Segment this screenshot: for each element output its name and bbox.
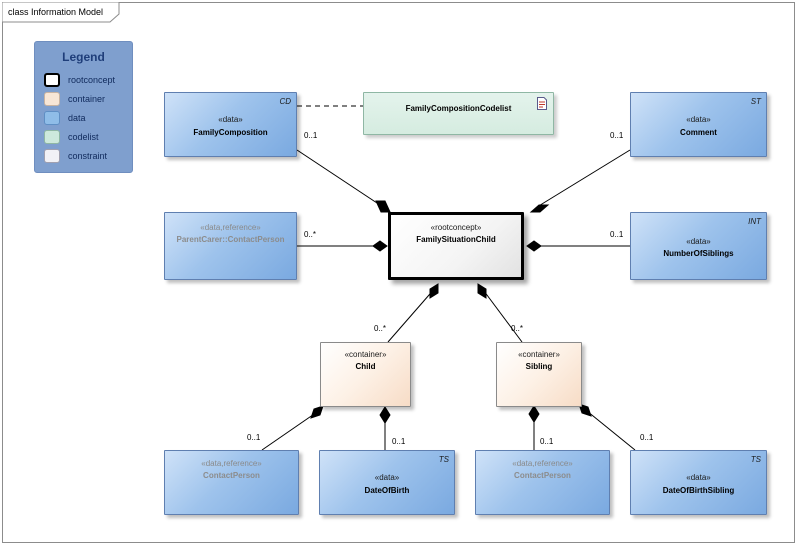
legend-swatch: [44, 111, 60, 125]
class-name: FamilyComposition: [193, 128, 268, 137]
class-stereotype: «container»: [518, 350, 560, 359]
class-stereotype: «data»: [218, 115, 243, 124]
legend-title: Legend: [62, 50, 105, 64]
class-name: ParentCarer::ContactPerson: [176, 235, 285, 244]
assoc-comment: [536, 149, 631, 208]
diamond-number-of-siblings: [526, 240, 542, 252]
multiplicity-label: 0..1: [392, 437, 406, 446]
diamond-contact-person-child: [310, 405, 324, 419]
multiplicity-label: 0..1: [610, 230, 624, 239]
class-name: DateOfBirthSibling: [662, 486, 735, 495]
class-stereotype: «data,reference»: [201, 459, 262, 468]
legend-swatch: [44, 73, 60, 87]
legend-swatch: [44, 149, 60, 163]
multiplicity-label: 0..1: [304, 131, 318, 140]
frame-title: class Information Model: [8, 7, 104, 17]
class-parent-carer-contact-person[interactable]: «data,reference» ParentCarer::ContactPer…: [164, 212, 297, 280]
class-stereotype: «container»: [344, 350, 387, 359]
class-name: ContactPerson: [203, 471, 260, 480]
diamond-contact-person-sibling: [528, 405, 540, 423]
legend-label: container: [68, 94, 106, 104]
type-tag: ST: [750, 97, 761, 106]
class-stereotype: «data»: [686, 115, 711, 124]
diamond-comment: [529, 204, 550, 213]
class-name: ContactPerson: [514, 471, 571, 480]
class-stereotype: «data,reference»: [200, 223, 261, 232]
class-stereotype: «data»: [374, 473, 400, 482]
diamond-date-of-birth-sibling: [578, 403, 592, 417]
multiplicity-label: 0..1: [540, 437, 554, 446]
class-name: Sibling: [525, 362, 553, 371]
diamond-sibling: [477, 283, 487, 299]
type-tag: INT: [748, 217, 761, 226]
type-tag: TS: [438, 455, 449, 464]
diamond-child: [429, 283, 439, 299]
class-comment[interactable]: ST «data» Comment: [630, 92, 767, 157]
legend-label: rootconcept: [68, 75, 116, 85]
multiplicity-label: 0..*: [511, 324, 524, 333]
class-name: FamilySituationChild: [416, 235, 496, 244]
assoc-child: [387, 286, 437, 343]
diamond-contact-person-parent: [372, 240, 388, 252]
class-name: FamilyCompositionCodelist: [405, 104, 512, 113]
multiplicity-label: 0..*: [374, 324, 387, 333]
assoc-family-composition: [296, 149, 384, 208]
class-stereotype: «data»: [686, 473, 711, 482]
multiplicity-label: 0..1: [610, 131, 624, 140]
diamond-family-composition: [375, 200, 391, 213]
diamond-date-of-birth: [379, 406, 391, 424]
assoc-contact-person-child: [261, 409, 321, 451]
class-stereotype: «data,reference»: [512, 459, 573, 468]
class-stereotype: «data»: [686, 237, 711, 246]
class-name: DateOfBirth: [364, 486, 410, 495]
class-stereotype: «rootconcept»: [430, 223, 482, 232]
class-date-of-birth[interactable]: TS «data» DateOfBirth: [319, 450, 455, 515]
class-sibling[interactable]: «container» Sibling: [496, 342, 582, 407]
class-name: NumberOfSiblings: [663, 249, 734, 258]
multiplicity-label: 0..1: [247, 433, 261, 442]
class-sibling-contact-person[interactable]: «data,reference» ContactPerson: [475, 450, 610, 515]
frame-title-tab: [2, 2, 120, 23]
class-family-situation-child[interactable]: «rootconcept» FamilySituationChild: [388, 212, 524, 280]
class-name: Comment: [680, 128, 717, 137]
class-name: Child: [355, 362, 376, 371]
class-date-of-birth-sibling[interactable]: TS «data» DateOfBirthSibling: [630, 450, 767, 515]
legend-label: constraint: [68, 151, 108, 161]
legend-label: codelist: [68, 132, 99, 142]
codelist-document-icon: [537, 97, 547, 110]
legend-swatch: [44, 130, 60, 144]
legend-swatch: [44, 92, 60, 106]
multiplicity-label: 0..1: [640, 433, 654, 442]
class-number-of-siblings[interactable]: INT «data» NumberOfSiblings: [630, 212, 767, 280]
assoc-sibling: [480, 286, 523, 343]
multiplicity-label: 0..*: [304, 230, 317, 239]
type-tag: CD: [279, 97, 291, 106]
type-tag: TS: [750, 455, 761, 464]
legend-panel: Legend rootconcept container data codeli…: [34, 41, 133, 173]
legend-label: data: [68, 113, 86, 123]
class-child-contact-person[interactable]: «data,reference» ContactPerson: [164, 450, 299, 515]
class-child[interactable]: «container» Child: [320, 342, 411, 407]
class-family-composition-codelist[interactable]: FamilyCompositionCodelist: [363, 92, 554, 135]
class-family-composition[interactable]: CD «data» FamilyComposition: [164, 92, 297, 157]
